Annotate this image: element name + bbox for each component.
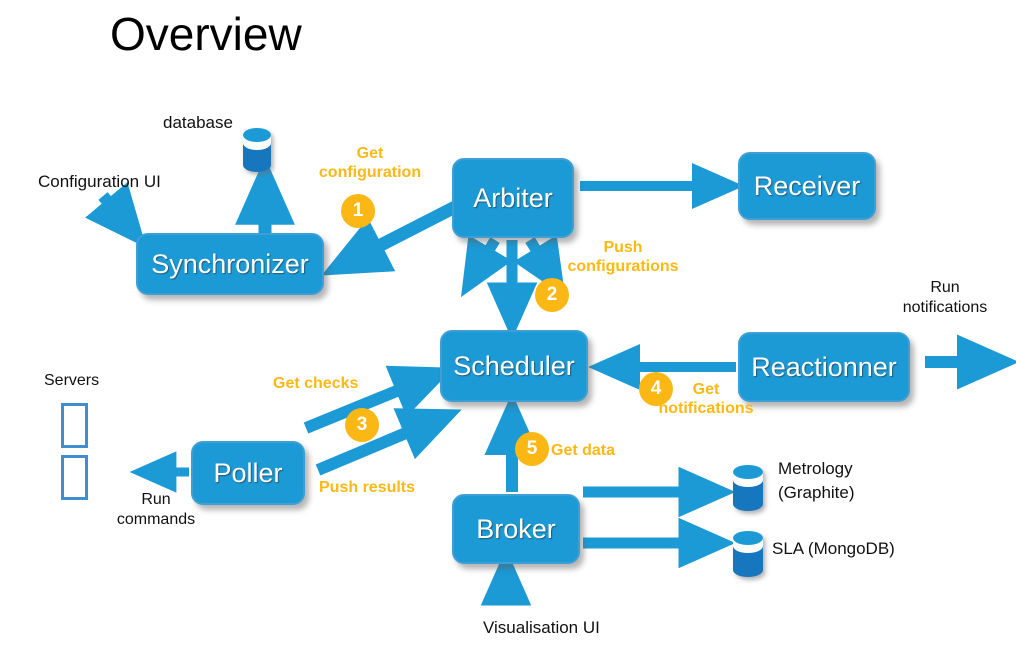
label-run-notifications-line1: Run <box>930 279 960 296</box>
label-run-commands-line2: commands <box>116 511 196 528</box>
label-visualisation-ui: Visualisation UI <box>483 618 600 637</box>
node-reactionner-label: Reactionner <box>751 351 897 382</box>
step-3-label-push-results: Push results <box>319 479 416 496</box>
step-4-label-line1: Get <box>692 381 720 398</box>
node-receiver[interactable]: Receiver <box>738 152 876 220</box>
step-1-label-line1: Get <box>356 145 384 162</box>
arrow-arbiter-fanout-right <box>513 235 566 297</box>
step-1-label-line2: configuration <box>318 164 422 181</box>
step-2-label-line2: configurations <box>567 258 679 275</box>
node-receiver-label: Receiver <box>753 170 861 201</box>
step-2-label-line1: Push <box>603 239 643 256</box>
label-configuration-ui: Configuration UI <box>38 172 161 191</box>
arrow-configuration-ui-to-synchronizer <box>85 182 147 248</box>
server-rack-icon-1 <box>61 403 88 448</box>
step-badge-2: 2 <box>535 278 569 312</box>
node-poller-label: Poller <box>213 457 283 488</box>
node-arbiter-label: Arbiter <box>473 182 553 213</box>
page-title: Overview <box>110 8 302 60</box>
arrow-get-checks <box>303 365 454 434</box>
database-cylinder-top <box>243 128 271 172</box>
label-run-commands: Run commands <box>96 490 216 530</box>
label-database: database <box>163 113 233 132</box>
step-badge-4: 4 <box>639 372 673 406</box>
step-badge-1: 1 <box>341 194 375 228</box>
arrow-arbiter-fanout-left <box>460 235 512 298</box>
step-5-label: Get data <box>551 442 616 459</box>
step-3-label-get-checks: Get checks <box>273 375 359 392</box>
label-servers: Servers <box>44 372 100 389</box>
node-broker-label: Broker <box>476 513 556 544</box>
step-4-label-line2: notifications <box>658 400 754 417</box>
arrow-push-results <box>315 408 462 476</box>
label-metrology-line1: Metrology <box>778 459 853 478</box>
node-synchronizer-label: Synchronizer <box>151 248 309 279</box>
label-run-commands-line1: Run <box>141 491 171 508</box>
server-rack-icon-2 <box>61 455 88 500</box>
step-4-label: Get notifications <box>636 380 776 418</box>
node-arbiter[interactable]: Arbiter <box>452 158 574 238</box>
label-sla: SLA (MongoDB) <box>772 539 895 558</box>
node-poller[interactable]: Poller <box>191 441 305 505</box>
arrow-arbiter-to-synchronizer <box>321 201 458 276</box>
database-cylinder-sla <box>733 531 763 577</box>
step-badge-5: 5 <box>515 432 549 466</box>
database-cylinder-metrology <box>733 465 763 511</box>
node-broker[interactable]: Broker <box>452 494 580 564</box>
step-1-label: Get configuration <box>300 144 440 182</box>
node-reactionner[interactable]: Reactionner <box>738 332 910 402</box>
node-synchronizer[interactable]: Synchronizer <box>136 233 324 295</box>
node-scheduler-label: Scheduler <box>453 350 575 381</box>
label-metrology: Metrology (Graphite) <box>778 457 855 505</box>
step-badge-3: 3 <box>345 408 379 442</box>
label-run-notifications-line2: notifications <box>902 299 988 316</box>
label-metrology-line2: (Graphite) <box>778 483 855 502</box>
label-run-notifications: Run notifications <box>890 278 1000 318</box>
step-2-label: Push configurations <box>548 238 698 276</box>
node-scheduler[interactable]: Scheduler <box>440 330 588 402</box>
